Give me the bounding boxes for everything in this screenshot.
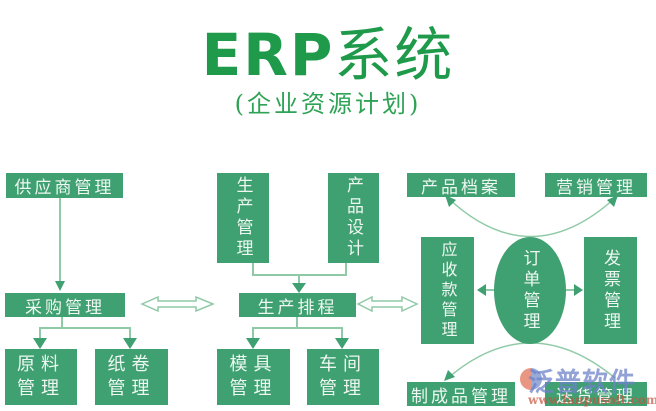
diagram-title: ERP系统 <box>0 8 656 92</box>
diagram-subtitle: (企业资源计划) <box>234 90 422 118</box>
node-product-archive[interactable]: 产品档案 <box>407 173 515 198</box>
arrow-to-marketing <box>607 195 618 207</box>
node-finished-goods-management[interactable]: 制成品管理 <box>407 382 515 407</box>
node-raw-material-management[interactable]: 原料 管理 <box>5 349 77 405</box>
label-line-1: 模具 <box>229 354 278 375</box>
arrow-to-finished-goods <box>444 370 455 381</box>
arrow-to-workshop <box>335 338 349 349</box>
node-invoice-management[interactable]: 发票管理 <box>584 237 637 344</box>
arrow-to-receivables <box>477 284 486 296</box>
arrow-to-invoice <box>574 284 583 296</box>
node-paper-roll-management[interactable]: 纸卷 管理 <box>95 349 168 405</box>
title-chinese: 系统 <box>334 21 455 89</box>
watermark-brand: 泛普软件 <box>528 368 637 398</box>
node-marketing-management[interactable]: 营销管理 <box>545 173 647 198</box>
label-line-2: 管理 <box>107 378 156 399</box>
connector-scheduling-branches <box>252 316 343 340</box>
label-line-2: 管理 <box>17 378 65 399</box>
node-product-design[interactable]: 产品设计 <box>328 173 379 263</box>
node-supplier-management[interactable]: 供应商管理 <box>6 173 123 198</box>
double-arrow-purchase-scheduling <box>140 295 215 313</box>
arrow-to-scheduling <box>292 283 306 293</box>
arrow-to-paper-roll <box>123 338 137 349</box>
node-order-management[interactable]: 订单管理 <box>494 237 566 344</box>
node-purchase-management[interactable]: 采购管理 <box>5 293 125 318</box>
watermark-logo-icon <box>520 368 542 390</box>
label-line-2: 管理 <box>319 378 367 399</box>
watermark-url: www.fanpusoft.com <box>528 393 656 407</box>
node-workshop-management[interactable]: 车间 管理 <box>307 349 379 405</box>
node-production-scheduling[interactable]: 生产排程 <box>239 293 356 318</box>
node-delivery-management[interactable]: 送货管理 <box>545 382 647 407</box>
label-line-1: 纸卷 <box>107 354 156 375</box>
node-production-management[interactable]: 生产管理 <box>217 173 269 263</box>
label-line-1: 车间 <box>319 354 367 375</box>
title-latin: ERP <box>201 21 335 89</box>
label-line-1: 原料 <box>17 354 65 375</box>
connector-design-scheduling <box>252 263 347 284</box>
connector-purchase-branches <box>39 316 131 340</box>
arrow-to-mold <box>246 338 260 349</box>
arrow-to-raw-material <box>33 338 47 349</box>
double-arrow-scheduling-order <box>356 295 419 313</box>
label-line-2: 管理 <box>229 378 278 399</box>
node-mold-management[interactable]: 模具 管理 <box>217 349 290 405</box>
node-accounts-receivable[interactable]: 应收款管理 <box>421 237 474 344</box>
arc-order-top <box>447 197 616 238</box>
arrow-to-product-archive <box>445 195 456 207</box>
